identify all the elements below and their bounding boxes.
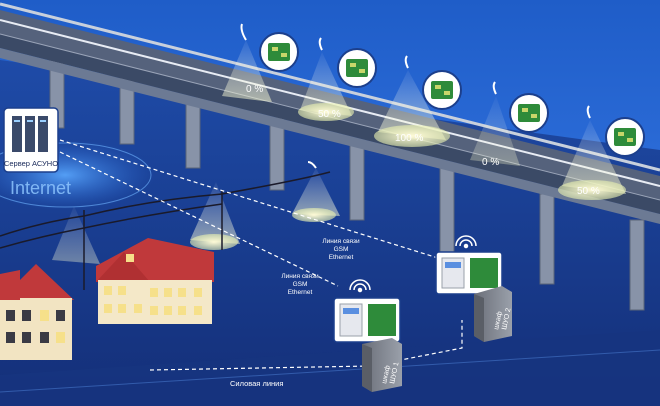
lamp-level-5: 50 % <box>577 186 600 197</box>
comm-link-1-line3: Ethernet <box>329 254 354 261</box>
ground-strip <box>0 330 660 406</box>
server-label: Сервер АСУНО <box>4 159 58 168</box>
comm-link-2-line3: Ethernet <box>288 289 313 296</box>
cabinet-icon <box>362 338 402 392</box>
wifi-signal-icon <box>455 235 477 249</box>
power-line-label: Силовая линия <box>230 379 283 388</box>
lamp-level-1: 0 % <box>246 84 263 95</box>
ground-lamps <box>52 161 340 264</box>
cabinet-2-label: ШУО 2 <box>501 307 512 330</box>
comm-link-1-line2: GSM <box>334 246 349 253</box>
cabinet-2 <box>435 235 512 342</box>
comm-link-2: Линия связи GSM Ethernet <box>281 273 319 296</box>
comm-link-1-line1: Линия связи <box>322 238 360 245</box>
street-lamp-icon <box>240 23 591 119</box>
cabinet-1-label: ШУО 1 <box>389 361 400 384</box>
utility-poles <box>0 171 331 290</box>
comm-link-2-line2: GSM <box>293 281 308 288</box>
house-icon <box>0 238 214 360</box>
cabinet-1-prefix: шкаф <box>381 365 392 385</box>
bridge-light-cones <box>222 40 626 200</box>
server-icon <box>3 107 59 173</box>
lamp-levels: 0 % 50 % 100 % 0 % 50 % <box>246 84 600 197</box>
comm-link-1: Линия связи GSM Ethernet <box>322 238 360 261</box>
cabinet-2-prefix: шкаф <box>493 311 504 331</box>
lamp-level-2: 50 % <box>318 109 341 120</box>
wifi-signal-icon <box>349 279 371 293</box>
lamp-level-3: 100 % <box>395 133 423 144</box>
cabinet-1 <box>333 279 402 392</box>
comm-link-2-line1: Линия связи <box>281 273 319 280</box>
cabinet-icon <box>474 286 512 342</box>
lamp-level-4: 0 % <box>482 157 499 168</box>
controller-board-icon <box>259 32 645 157</box>
internet-label: Internet <box>10 178 71 198</box>
